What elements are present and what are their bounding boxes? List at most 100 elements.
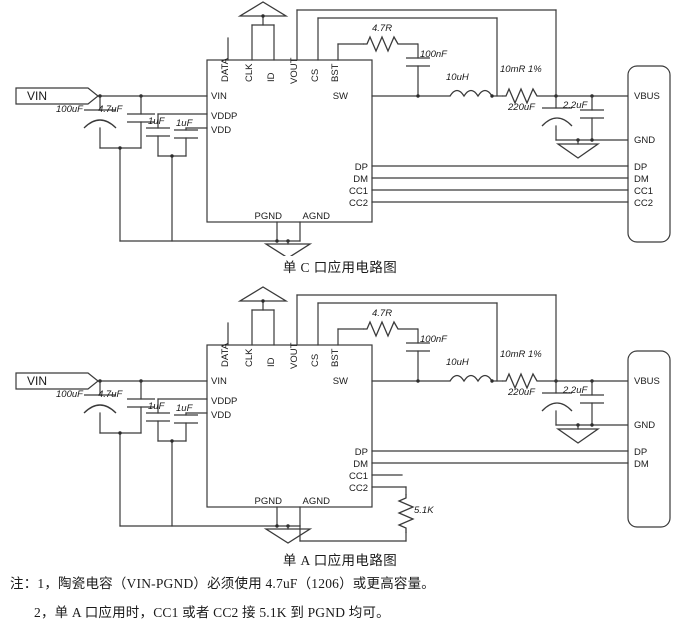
chip-pin-label-pgnd-1: PGND bbox=[255, 211, 283, 222]
c-vdd-value-1: 1uF bbox=[176, 118, 194, 129]
junction-1k bbox=[590, 138, 594, 142]
c-out-bulk-plate-bottom-1 bbox=[541, 117, 573, 127]
ground-symbol-chip-2 bbox=[263, 528, 313, 544]
chip-pin-label-agnd-2: AGND bbox=[303, 496, 331, 507]
c-out-cer-value-2: 2.2uF bbox=[562, 385, 588, 396]
l-out-symbol-1 bbox=[449, 89, 493, 98]
c-in-bulk-plate-bottom-1 bbox=[83, 119, 117, 129]
r-sense-symbol-2 bbox=[502, 372, 556, 390]
chip-pin-label-vin-2: VIN bbox=[211, 376, 227, 387]
c-boot-value-1: 100nF bbox=[420, 49, 448, 60]
chip-pin-label-dp-1: DP bbox=[355, 162, 368, 173]
chip-pin-label-id-2: ID bbox=[266, 357, 277, 367]
r-cc-value-2: 5.1K bbox=[414, 505, 434, 516]
vin-port-symbol-1 bbox=[15, 87, 99, 105]
c-vddp-value-2: 1uF bbox=[148, 401, 166, 412]
c-out-cer-value-1: 2.2uF bbox=[562, 100, 588, 111]
junction-2g bbox=[490, 379, 494, 383]
chip-pin-label-vout-1: VOUT bbox=[289, 57, 300, 84]
connector-pin-vbus-1: VBUS bbox=[634, 91, 660, 102]
connector-pin-dm-1: DM bbox=[634, 174, 649, 185]
chip-pin-label-agnd-1: AGND bbox=[303, 211, 331, 222]
connector-pin-gnd-1: GND bbox=[634, 135, 655, 146]
chip-pin-label-data-1: DATA bbox=[220, 57, 231, 82]
chip-pin-label-sw-1: SW bbox=[333, 91, 348, 102]
junction-1a bbox=[261, 14, 265, 18]
junction-2l bbox=[275, 524, 279, 528]
chip-pin-label-cs-1: CS bbox=[310, 69, 321, 82]
ground-symbol-out-2 bbox=[555, 428, 601, 444]
c-out-bulk-plate-bottom-2 bbox=[541, 402, 573, 412]
c-out-bulk-value-1: 220uF bbox=[507, 102, 536, 113]
l-out-value-1: 10uH bbox=[446, 72, 469, 83]
junction-2a bbox=[261, 299, 265, 303]
r-boot-value-2: 4.7R bbox=[372, 308, 392, 319]
chip-pin-label-dm-2: DM bbox=[353, 459, 368, 470]
ground-symbol-out-1 bbox=[555, 143, 601, 159]
l-out-value-2: 10uH bbox=[446, 357, 469, 368]
vin-port-label-1: VIN bbox=[27, 89, 47, 103]
r-sense-symbol-1 bbox=[502, 87, 556, 105]
r-cc-symbol-2 bbox=[397, 494, 415, 533]
chip-pin-label-vin-1: VIN bbox=[211, 91, 227, 102]
junction-1e bbox=[170, 154, 174, 158]
connector-pin-cc2-1: CC2 bbox=[634, 198, 653, 209]
c-out-bulk-value-2: 220uF bbox=[507, 387, 536, 398]
vdd-triangle-icon-1 bbox=[237, 1, 289, 17]
chip-pin-label-vddp-1: VDDP bbox=[211, 111, 237, 122]
chip-pin-label-cc2-2: CC2 bbox=[349, 483, 368, 494]
r-boot-symbol-1 bbox=[363, 35, 418, 53]
junction-2e bbox=[170, 439, 174, 443]
c-vddp-value-1: 1uF bbox=[148, 116, 166, 127]
l-out-symbol-2 bbox=[449, 374, 493, 383]
vdd-triangle-icon-2 bbox=[237, 286, 289, 302]
chip-pin-label-clk-1: CLK bbox=[244, 63, 255, 82]
chip-pin-label-cc2-1: CC2 bbox=[349, 198, 368, 209]
c-in-cer-value-2: 4.7uF bbox=[98, 389, 123, 400]
connector-body-2 bbox=[627, 350, 671, 528]
r-sense-value-2: 10mR 1% bbox=[500, 349, 542, 360]
c-in-bulk-value-1: 100uF bbox=[56, 104, 84, 115]
chip-body-2 bbox=[206, 344, 373, 508]
chip-pin-label-cc1-2: CC1 bbox=[349, 471, 368, 482]
chip-pin-label-data-2: DATA bbox=[220, 342, 231, 367]
c-in-cer-value-1: 4.7uF bbox=[98, 104, 123, 115]
chip-pin-label-cs-2: CS bbox=[310, 354, 321, 367]
c-boot-value-2: 100nF bbox=[420, 334, 448, 345]
connector-body-1 bbox=[627, 65, 671, 243]
junction-1d bbox=[118, 146, 122, 150]
chip-pin-label-sw-2: SW bbox=[333, 376, 348, 387]
junction-1f bbox=[416, 94, 420, 98]
note-line-2: 2，单 A 口应用时，CC1 或者 CC2 接 5.1K 到 PGND 均可。 bbox=[34, 605, 390, 620]
junction-2d bbox=[118, 431, 122, 435]
chip-pin-label-bst-1: BST bbox=[330, 63, 341, 82]
r-boot-symbol-2 bbox=[363, 320, 418, 338]
junction-1g bbox=[490, 94, 494, 98]
chip-pin-label-pgnd-2: PGND bbox=[255, 496, 283, 507]
diagram-single-c-port: DATA CLK ID VOUT CS BST VIN VDDP VDD SW … bbox=[15, 1, 671, 256]
chip-pin-label-clk-2: CLK bbox=[244, 348, 255, 367]
c-vdd-value-2: 1uF bbox=[176, 403, 194, 414]
chip-pin-label-vout-2: VOUT bbox=[289, 342, 300, 369]
chip-pin-label-vddp-2: VDDP bbox=[211, 396, 237, 407]
vin-port-label-2: VIN bbox=[27, 374, 47, 388]
chip-pin-label-vdd-1: VDD bbox=[211, 125, 231, 136]
caption-single-c-port: 单 C 口应用电路图 bbox=[282, 260, 398, 275]
c-in-bulk-value-2: 100uF bbox=[56, 389, 84, 400]
connector-pin-gnd-2: GND bbox=[634, 420, 655, 431]
caption-single-a-port: 单 A 口应用电路图 bbox=[282, 553, 398, 568]
r-boot-value-1: 4.7R bbox=[372, 23, 392, 34]
chip-pin-label-dp-2: DP bbox=[355, 447, 368, 458]
ground-symbol-chip-1 bbox=[263, 243, 313, 256]
chip-pin-label-cc1-1: CC1 bbox=[349, 186, 368, 197]
chip-pin-label-vdd-2: VDD bbox=[211, 410, 231, 421]
vin-port-symbol-2 bbox=[15, 372, 99, 390]
r-sense-value-1: 10mR 1% bbox=[500, 64, 542, 75]
chip-pin-label-id-1: ID bbox=[266, 72, 277, 82]
chip-pin-label-dm-1: DM bbox=[353, 174, 368, 185]
junction-2f bbox=[416, 379, 420, 383]
junction-1l bbox=[275, 239, 279, 243]
junction-2k bbox=[590, 423, 594, 427]
connector-pin-dm-2: DM bbox=[634, 459, 649, 470]
